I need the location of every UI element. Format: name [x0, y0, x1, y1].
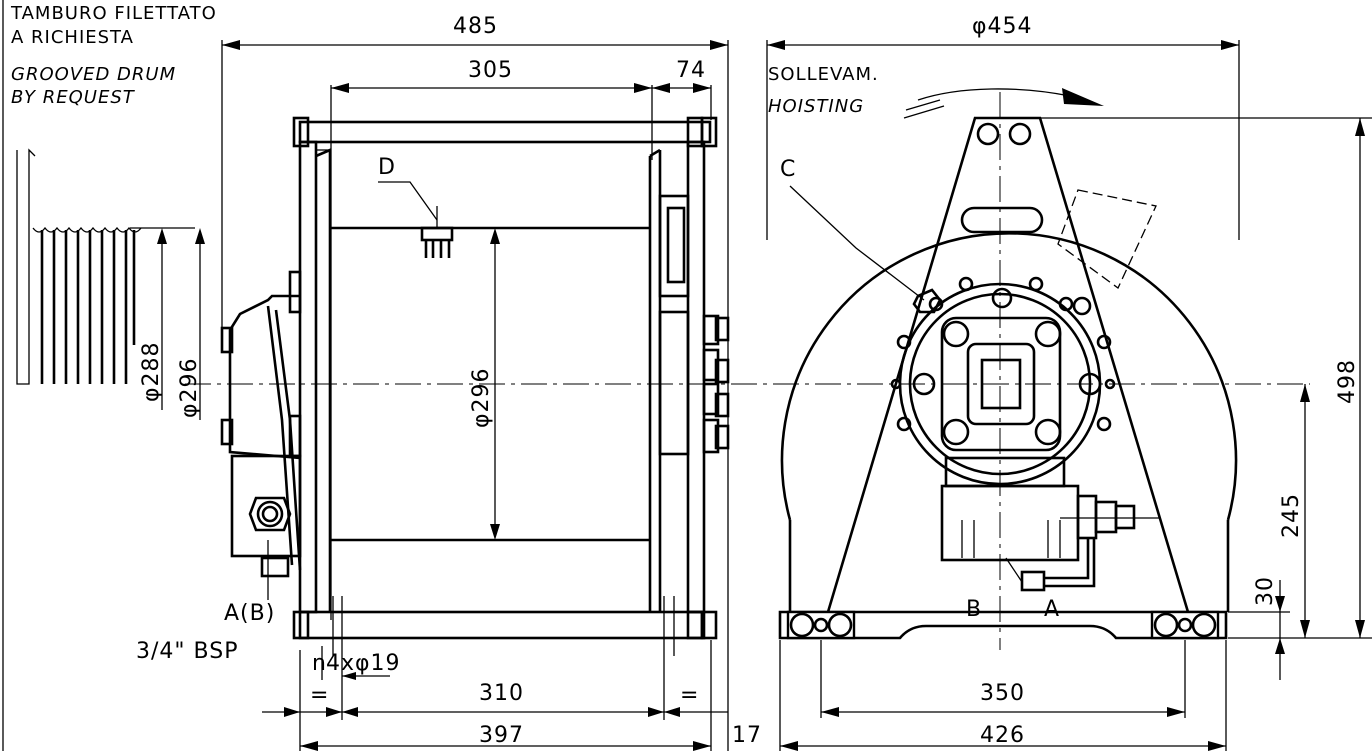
dim-groove-dia-296: φ296 — [177, 357, 202, 418]
label-holes-count: 4xφ19 — [326, 651, 401, 676]
dim-foot-height: 30 — [1253, 576, 1278, 606]
label-port-bsp: 3/4" BSP — [136, 639, 238, 664]
dim-motor-offset: 74 — [676, 58, 706, 83]
label-hoisting-en: HOISTING — [768, 96, 864, 117]
grooved-drum-detail — [16, 148, 205, 420]
dim-overall-width: 485 — [453, 14, 498, 39]
dim-flange-diameter: φ454 — [972, 14, 1033, 39]
dim-groove-dia-288: φ288 — [139, 341, 164, 402]
note-grooved-drum-en: GROOVED DRUM — [11, 64, 176, 85]
front-view — [766, 40, 1372, 751]
note-threaded-drum-it: TAMBURO FILETTATO — [10, 3, 217, 24]
label-port-d: D — [378, 155, 396, 180]
label-port-a: A — [1044, 597, 1060, 622]
note-threaded-drum-it-2: A RICHIESTA — [11, 27, 134, 48]
label-port-b: B — [966, 597, 982, 622]
dim-foot-span: 350 — [980, 681, 1025, 706]
dim-drum-length: 305 — [468, 58, 513, 83]
label-port-ab: A(B) — [224, 601, 275, 626]
dim-axis-height: 245 — [1279, 493, 1304, 538]
dim-equal-right: = — [680, 683, 699, 708]
label-hoisting-it: SOLLEVAM. — [768, 64, 879, 85]
dim-base-width: 426 — [980, 723, 1025, 748]
dim-equal-left: = — [310, 683, 329, 708]
label-holes-n: n — [312, 651, 327, 676]
side-view — [220, 40, 730, 751]
dim-drum-diameter: φ296 — [469, 367, 494, 428]
dim-flange-extra: 17 — [732, 723, 762, 748]
dim-base-hole-span: 310 — [479, 681, 524, 706]
label-port-c: C — [780, 157, 796, 182]
dim-base-length: 397 — [479, 723, 524, 748]
note-grooved-drum-en-2: BY REQUEST — [11, 87, 136, 108]
dim-height: 498 — [1335, 359, 1360, 404]
